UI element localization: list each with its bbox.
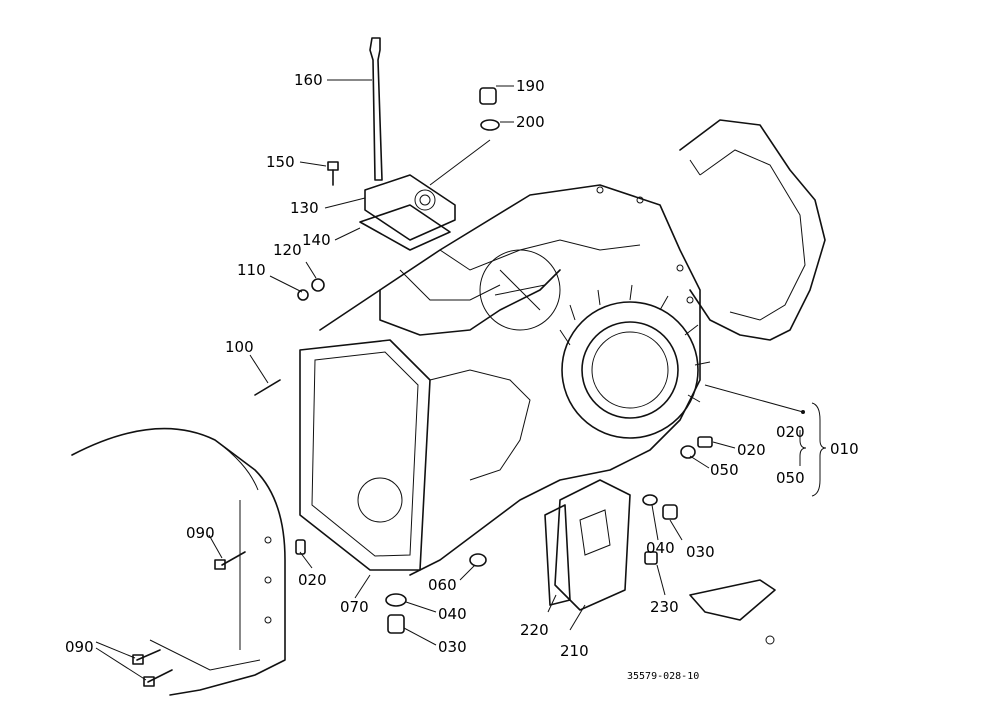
callout-060: 060 <box>428 576 457 594</box>
callout-030-right: 030 <box>686 543 715 561</box>
plug-050 <box>680 445 696 459</box>
gasket-140 <box>359 204 451 251</box>
callout-050-right: 050 <box>710 461 739 479</box>
plug-030-right <box>662 504 678 520</box>
callout-190: 190 <box>516 77 545 95</box>
drawing-code: 35579-028-10 <box>627 671 699 682</box>
callout-120: 120 <box>273 241 302 259</box>
callout-020-front: 020 <box>298 571 327 589</box>
dipstick-160 <box>369 37 383 181</box>
side-cover-210 <box>554 479 631 611</box>
bolt-090-lower-a <box>132 649 161 665</box>
pin-020-front <box>295 539 306 555</box>
plug-060 <box>469 553 487 567</box>
pin-020-right <box>697 436 713 448</box>
bracket-230 <box>689 579 776 645</box>
bolt-150 <box>327 161 339 186</box>
plug-030-bottom <box>387 614 405 634</box>
washer-040-right <box>642 494 658 506</box>
callout-220: 220 <box>520 621 549 639</box>
callout-150: 150 <box>266 153 295 171</box>
callout-040-right: 040 <box>646 539 675 557</box>
plug-190 <box>479 87 497 105</box>
gasket-220 <box>544 504 571 606</box>
adjacent-housing-left <box>71 427 286 696</box>
top-cover-130 <box>364 174 456 241</box>
transmission-case <box>319 184 711 576</box>
bolt-230 <box>644 551 658 565</box>
nut-120 <box>311 278 325 292</box>
callout-070: 070 <box>340 598 369 616</box>
callout-200: 200 <box>516 113 545 131</box>
washer-040-bottom <box>385 593 407 607</box>
leader-lines <box>95 79 827 681</box>
callout-030-bottom: 030 <box>438 638 467 656</box>
callout-090-upper: 090 <box>186 524 215 542</box>
adjacent-housing-right <box>679 119 826 341</box>
bolt-090-upper <box>214 551 246 570</box>
stud-100 <box>254 379 281 396</box>
callout-010: 010 <box>830 440 859 458</box>
bolt-090-lower-b <box>143 669 173 687</box>
callout-050-group: 050 <box>776 469 805 487</box>
callout-130: 130 <box>290 199 319 217</box>
callout-090-lower: 090 <box>65 638 94 656</box>
callout-020-right: 020 <box>737 441 766 459</box>
callout-160: 160 <box>294 71 323 89</box>
callout-020-group: 020 <box>776 423 805 441</box>
washer-110 <box>297 289 309 301</box>
callout-100: 100 <box>225 338 254 356</box>
callout-110: 110 <box>237 261 266 279</box>
callout-210: 210 <box>560 642 589 660</box>
washer-200 <box>480 119 500 131</box>
gasket-070 <box>299 339 431 571</box>
callout-040-bottom: 040 <box>438 605 467 623</box>
callout-230: 230 <box>650 598 679 616</box>
callout-140: 140 <box>302 231 331 249</box>
